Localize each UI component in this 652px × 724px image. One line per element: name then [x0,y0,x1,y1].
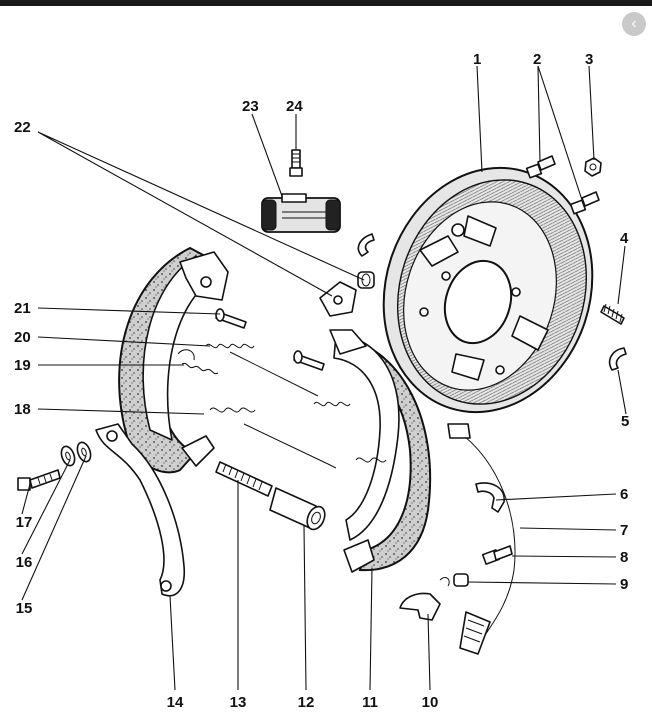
label-18: 18 [14,401,31,418]
label-14: 14 [167,694,184,711]
label-21: 21 [14,300,31,317]
retaining-clip-left [357,233,375,257]
label-11: 11 [362,694,378,711]
label-20: 20 [14,329,31,346]
adjuster-bushing [357,271,375,289]
bolt-upper [525,155,556,179]
bleeder-screw [289,149,303,177]
brake-shoe-right [329,329,432,573]
spring-washer-15 [76,441,92,463]
backing-plate [382,166,594,414]
label-16: 16 [16,554,33,571]
bolt-17 [17,469,61,491]
chevron-left-icon: ‹ [631,15,637,32]
back-button[interactable]: ‹ [622,12,646,36]
retaining-clip-right [608,347,627,371]
label-7: 7 [620,522,628,539]
cable-clip [475,482,505,513]
label-15: 15 [16,600,33,617]
adjuster-sleeve [269,487,326,531]
adjuster-screw [215,461,273,497]
return-spring-upper [205,343,351,407]
return-spring-lower [209,407,387,469]
label-3: 3 [585,51,593,68]
bolt-lower [569,191,600,215]
nut [584,157,602,177]
washer-16 [60,445,76,467]
brake-shoe-left [118,246,229,474]
label-22: 22 [14,119,31,136]
label-1: 1 [473,51,481,68]
top-bar [0,0,652,6]
label-2: 2 [533,51,541,68]
cable-spring [439,573,469,587]
handbrake-lever [95,423,186,597]
hold-down-pin-left [215,308,247,329]
adjuster-plate [319,281,357,317]
label-6: 6 [620,486,628,503]
label-23: 23 [242,98,259,115]
label-8: 8 [620,549,628,566]
cable-screw [481,545,513,565]
small-spring [600,303,625,325]
label-5: 5 [621,413,629,430]
label-24: 24 [286,98,303,115]
label-10: 10 [422,694,439,711]
hold-down-spring-left [177,349,219,375]
label-12: 12 [298,694,315,711]
label-13: 13 [230,694,247,711]
hold-down-pin-right [293,350,325,371]
label-17: 17 [16,514,33,531]
handbrake-cam-lever [399,592,441,621]
leader-lines [21,65,627,691]
label-19: 19 [14,357,31,374]
handbrake-cable [447,423,516,655]
label-4: 4 [620,230,629,247]
wheel-cylinder [261,193,341,233]
label-9: 9 [620,576,628,593]
